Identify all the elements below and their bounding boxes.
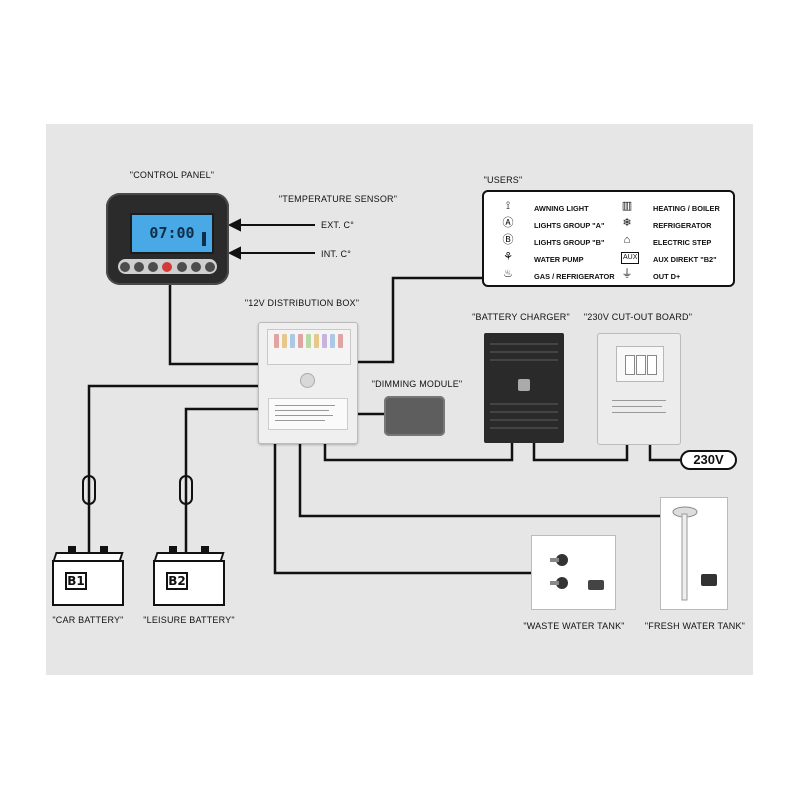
panel-button[interactable]	[120, 261, 131, 272]
car-battery-label: "CAR BATTERY"	[52, 615, 124, 625]
water-pump-icon: ⚘	[503, 251, 513, 263]
user-electric-step: ELECTRIC STEP	[653, 238, 712, 247]
dimming-module-device	[384, 396, 445, 436]
fuse-compartment	[267, 329, 351, 365]
user-out-d-plus: OUT D+	[653, 272, 681, 281]
outlet-icon: ⏚	[621, 268, 633, 280]
distribution-box-device	[258, 322, 358, 444]
fresh-water-tank-box	[660, 497, 728, 610]
distribution-knob	[300, 373, 315, 388]
control-panel-label: "CONTROL PANEL"	[129, 170, 215, 180]
voltage-badge: 230V	[680, 450, 737, 470]
panel-button[interactable]	[148, 261, 159, 272]
panel-button[interactable]	[190, 261, 201, 272]
user-heating-boiler: HEATING / BOILER	[653, 204, 720, 213]
bulb-a-icon: Ⓐ	[502, 217, 514, 229]
user-aux-direkt-b2: AUX DIREKT "B2"	[653, 255, 717, 264]
user-awning-light: AWNING LIGHT	[534, 204, 589, 213]
users-label: "USERS"	[483, 175, 523, 185]
distribution-label-plate	[268, 398, 348, 430]
control-panel-device: 07:00	[106, 193, 229, 285]
battery-level-bar	[202, 232, 206, 246]
flame-icon: ♨	[503, 268, 513, 280]
battery-tag: B2	[166, 572, 188, 590]
panel-button[interactable]	[134, 261, 145, 272]
car-battery: B1	[52, 546, 124, 606]
battery-charger-label: "BATTERY CHARGER"	[472, 312, 570, 322]
battery-tag: B1	[65, 572, 87, 590]
user-refrigerator: REFRIGERATOR	[653, 221, 712, 230]
distribution-box-label: "12V DISTRIBUTION BOX"	[244, 298, 360, 308]
fresh-sensor-icon	[672, 506, 717, 601]
charger-indicator	[518, 379, 530, 391]
cutout-board-device	[597, 333, 681, 445]
int-temp-label: INT. C°	[321, 249, 351, 259]
panel-button[interactable]	[176, 261, 187, 272]
awning-light-icon: ⟟	[505, 200, 511, 212]
waste-sensor-icon	[550, 554, 604, 590]
user-lights-group-a: LIGHTS GROUP "A"	[534, 221, 605, 230]
snowflake-icon: ❄	[622, 217, 632, 229]
user-water-pump: WATER PUMP	[534, 255, 584, 264]
control-panel-buttons	[118, 259, 217, 274]
temperature-sensor-label: "TEMPERATURE SENSOR"	[278, 194, 398, 204]
waste-water-tank-label: "WASTE WATER TANK"	[523, 621, 625, 631]
power-button[interactable]	[162, 261, 173, 272]
bulb-b-icon: Ⓑ	[502, 234, 514, 246]
waste-water-tank-box	[531, 535, 616, 610]
dimming-module-label: "DIMMING MODULE"	[371, 379, 463, 389]
heater-icon: ▥	[621, 200, 633, 212]
leisure-battery: B2	[153, 546, 225, 606]
control-panel-screen: 07:00	[130, 213, 214, 254]
aux-icon: AUX	[621, 252, 640, 264]
users-box: ⟟ AWNING LIGHT Ⓐ LIGHTS GROUP "A" Ⓑ LIGH…	[482, 190, 735, 287]
user-gas-refrigerator: GAS / REFRIGERATOR	[534, 272, 615, 281]
control-panel-display: 07:00	[149, 224, 195, 242]
breaker-window	[616, 346, 664, 382]
panel-button[interactable]	[204, 261, 215, 272]
fresh-water-tank-label: "FRESH WATER TANK"	[644, 621, 746, 631]
cutout-board-label: "230V CUT-OUT BOARD"	[583, 312, 693, 322]
leisure-battery-label: "LEISURE BATTERY"	[143, 615, 235, 625]
step-icon: ⌂	[623, 234, 631, 246]
user-lights-group-b: LIGHTS GROUP "B"	[534, 238, 605, 247]
battery-charger-device	[484, 333, 564, 443]
ext-temp-label: EXT. C°	[321, 220, 355, 230]
